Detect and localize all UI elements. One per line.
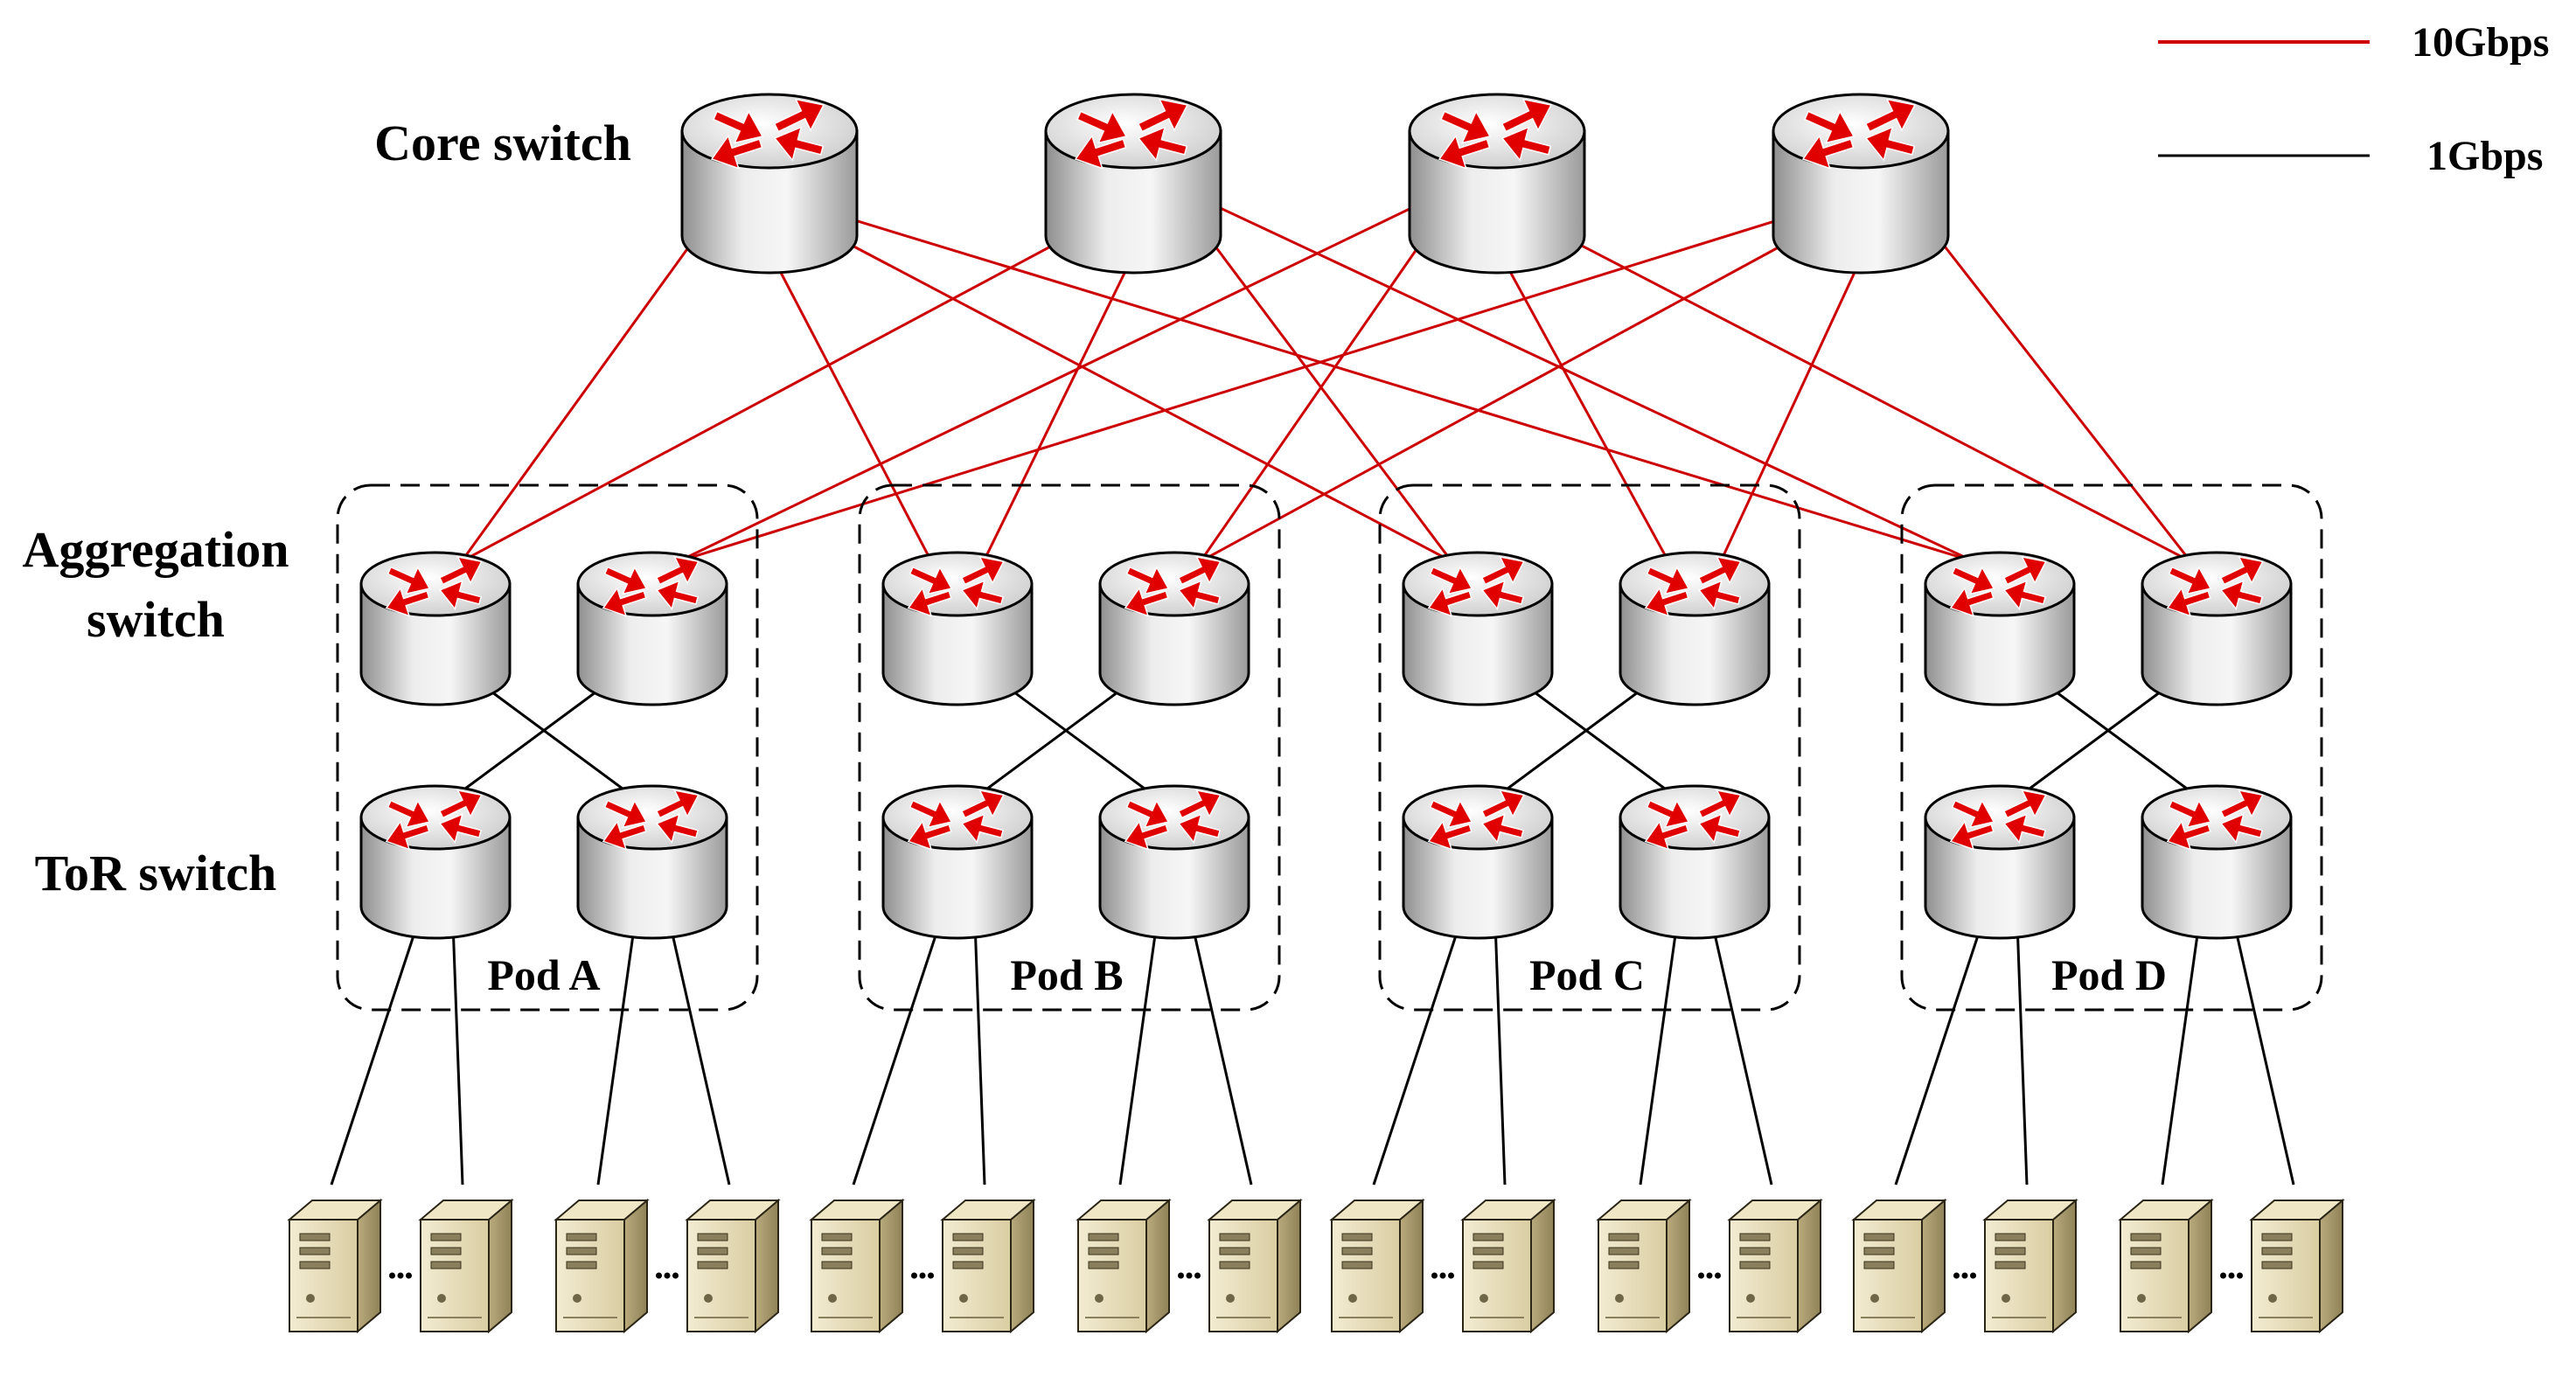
link-tor-server [330,921,420,1186]
link-tor-server [1118,921,1159,1186]
pod-d-box [1900,483,2323,1012]
server-icon [809,1198,905,1334]
tor-switch-icon [576,784,728,940]
aggregation-switch-icon [1619,551,1771,706]
server-icon [1329,1198,1425,1334]
link-tor-server [2016,921,2029,1186]
server-icon [553,1198,650,1334]
server-icon [1596,1198,1692,1334]
aggregation-switch-icon [1402,551,1554,706]
server-icon [685,1198,781,1334]
link-tor-server [2232,921,2295,1186]
server-ellipsis-dots [389,1272,412,1279]
tor-switch-icon [1619,784,1771,940]
link-tor-server [451,921,464,1186]
server-ellipsis-dots [1953,1272,1976,1279]
server-icon [1727,1198,1823,1334]
server-ellipsis-dots [2220,1272,2243,1279]
aggregation-switch-label-line2: switch [87,591,225,648]
link-core3-podd [1461,182,2191,563]
server-icon [1460,1198,1556,1334]
core-switch-3-icon [1408,93,1586,275]
legend: 10Gbps 1Gbps [2158,19,2549,179]
link-tor-server [1493,921,1507,1186]
server-ellipsis-dots [656,1272,679,1279]
link-core1-podd [734,182,1974,563]
core-switch-2-icon [1044,93,1222,275]
server-ellipsis-dots [1431,1272,1454,1279]
server-icon [2249,1198,2345,1334]
server-icon [1076,1198,1172,1334]
tor-switch-label: ToR switch [35,845,277,901]
pod-c-label: Pod C [1529,950,1645,999]
aggregation-switch-icon [576,551,728,706]
link-tor-server [1639,921,1679,1186]
core-switch-label: Core switch [374,115,631,171]
pod-d-label: Pod D [2051,950,2167,999]
aggregation-switch-label-line1: Aggregation [22,521,289,578]
servers-layer [287,1198,2345,1334]
legend-10gbps-label: 10Gbps [2412,19,2549,66]
aggregation-switch-icon [1924,551,2076,706]
aggregation-switch-icon [359,551,512,706]
link-tor-server [668,921,731,1186]
link-tor-server [2161,921,2201,1186]
server-icon [940,1198,1036,1334]
link-tor-server [1190,921,1253,1186]
link-tor-server [1894,921,1984,1186]
pod-a-box [336,483,759,1012]
link-core3-poda [678,182,1463,563]
pod-b-label: Pod B [1010,950,1123,999]
pods-layer [336,483,2323,1012]
link-tor-server [973,921,986,1186]
tor-switch-icon [881,784,1034,940]
pod-a-label: Pod A [487,950,600,999]
core-switch-1-icon [680,93,859,275]
core-switch-4-icon [1772,93,1950,275]
server-ellipsis-dots [911,1272,934,1279]
tor-switch-icon [1402,784,1554,940]
tor-switch-icon [2141,784,2293,940]
server-ellipsis-dots [1178,1272,1201,1279]
link-core4-poda [678,182,1897,563]
link-tor-server [1372,921,1462,1186]
aggregation-switch-icon [2141,551,2293,706]
link-core2-podd [1167,182,1974,563]
server-icon [1851,1198,1947,1334]
aggregation-switch-icon [881,551,1034,706]
switches-layer [359,93,2293,940]
link-tor-server [596,921,637,1186]
link-tor-server [1710,921,1773,1186]
tor-switch-icon [1924,784,2076,940]
server-icon [2118,1198,2214,1334]
pod-c-box [1378,483,1801,1012]
legend-1gbps-label: 1Gbps [2426,133,2543,179]
tor-switch-icon [1098,784,1250,940]
link-tor-server [852,921,942,1186]
pod-b-box [858,483,1281,1012]
server-icon [1982,1198,2078,1334]
server-ellipsis-dots [1698,1272,1721,1279]
server-icon [1207,1198,1303,1334]
tor-switch-icon [359,784,512,940]
server-icon [287,1198,383,1334]
server-icon [418,1198,514,1334]
aggregation-switch-icon [1098,551,1250,706]
